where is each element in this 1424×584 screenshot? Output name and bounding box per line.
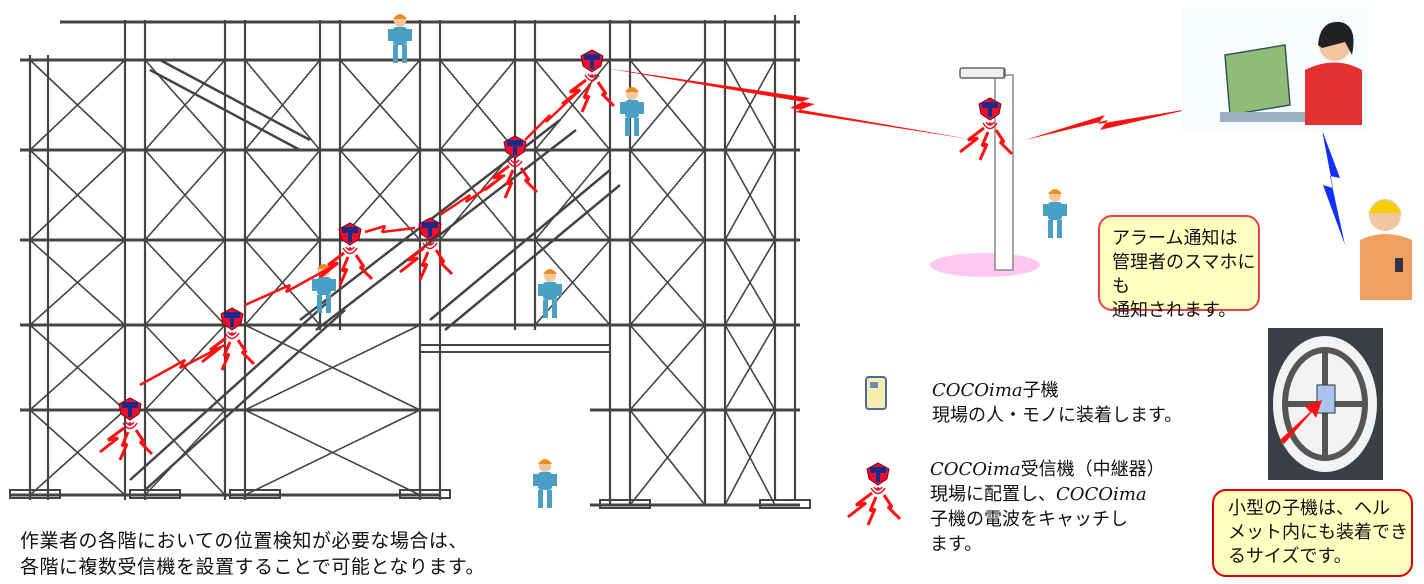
- brand-name: COCOima: [930, 459, 1021, 480]
- receiver-icon: [200, 307, 256, 372]
- legend-tag: COCOima子機 現場の人・モノに装着します。: [932, 378, 1232, 428]
- legend-receiver-line-2: 子機の電波をキャッチし: [930, 509, 1128, 530]
- alarm-callout: アラーム通知は 管理者のスマホにも 通知されます。: [1098, 215, 1260, 321]
- legend-receiver-line-1: 現場に配置し、COCOima: [930, 482, 1210, 507]
- helmet-callout-line-2: メット内にも装着でき: [1228, 522, 1408, 543]
- alarm-callout-line-3: 通知されます。: [1112, 300, 1237, 321]
- legend-tag-description: 現場の人・モノに装着します。: [932, 405, 1183, 426]
- helmet-callout-line-3: るサイズです。: [1228, 546, 1352, 567]
- legend-receiver-title-suffix: 受信機（中継器）: [1020, 459, 1165, 480]
- brand-name: COCOima: [932, 380, 1023, 401]
- legend-receiver-title: COCOima受信機（中継器）: [930, 457, 1210, 482]
- operator-icon: [1182, 8, 1367, 133]
- pc-link-signal: [1025, 108, 1195, 140]
- relay-signals: [139, 89, 581, 387]
- receiver-icon: [318, 222, 374, 287]
- brand-name: COCOima: [1056, 484, 1147, 505]
- light-pole-icon: [930, 67, 1040, 277]
- worker-middle-right: [538, 269, 562, 318]
- receiver-icon: [846, 462, 902, 527]
- legend-receiver: COCOima受信機（中継器） 現場に配置し、COCOima 子機の電波をキャッ…: [930, 457, 1210, 557]
- scaffolding: [9, 15, 811, 509]
- caption: 作業者の各階においての位置検知が必要な場合は、 各階に複数受信機を設置することで…: [20, 528, 620, 580]
- legend-receiver-line-3: ます。: [930, 534, 983, 555]
- legend-tag-title: COCOima子機: [932, 378, 1232, 403]
- caption-line-2: 各階に複数受信機を設置することで可能となります。: [20, 556, 485, 578]
- alarm-callout-line-1: アラーム通知は: [1112, 228, 1238, 249]
- legend-tag-title-suffix: 子機: [1022, 380, 1059, 401]
- alarm-callout-line-2: 管理者のスマホにも: [1112, 252, 1256, 297]
- legend-receiver-line-1-text: 現場に配置し、: [930, 484, 1056, 505]
- worker-ground: [533, 459, 557, 508]
- worker-upper: [620, 87, 644, 136]
- uplink-signal: [605, 68, 975, 140]
- helmet-callout-line-1: 小型の子機は、ヘル: [1228, 498, 1390, 519]
- tag-device-icon: [865, 376, 887, 410]
- manager-icon: [1360, 199, 1412, 300]
- caption-line-1: 作業者の各階においての位置検知が必要な場合は、: [20, 530, 468, 552]
- manager-link-signal: [1322, 130, 1345, 245]
- worker-at-pole: [1043, 189, 1067, 238]
- helmet-callout: 小型の子機は、ヘル メット内にも装着でき るサイズです。: [1212, 489, 1413, 577]
- helmet-photo: [1268, 328, 1383, 480]
